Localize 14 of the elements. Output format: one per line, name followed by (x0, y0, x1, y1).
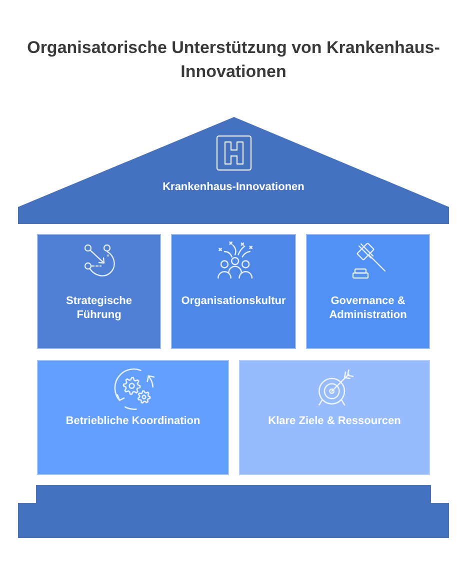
roof-panel (18, 117, 449, 224)
pillar-label: Strategische Führung (64, 294, 134, 322)
pillar-block (37, 360, 229, 475)
pillar-label: Betriebliche Koordination (66, 414, 200, 428)
roof-label: Krankenhaus-Innovationen (162, 180, 304, 194)
pillar-block (306, 234, 430, 349)
pillar-block (171, 234, 296, 349)
pillar-label: Organisationskultur (181, 294, 286, 308)
base-platform (18, 485, 449, 538)
pillar-block (37, 234, 161, 349)
pillar-label: Governance & Administration (328, 294, 408, 322)
pillar-block (239, 360, 430, 475)
pillar-label: Klare Ziele & Ressourcen (268, 414, 401, 428)
diagram-title: Organisatorische Unterstützung von Krankenhaus-Innovationen (26, 37, 441, 83)
